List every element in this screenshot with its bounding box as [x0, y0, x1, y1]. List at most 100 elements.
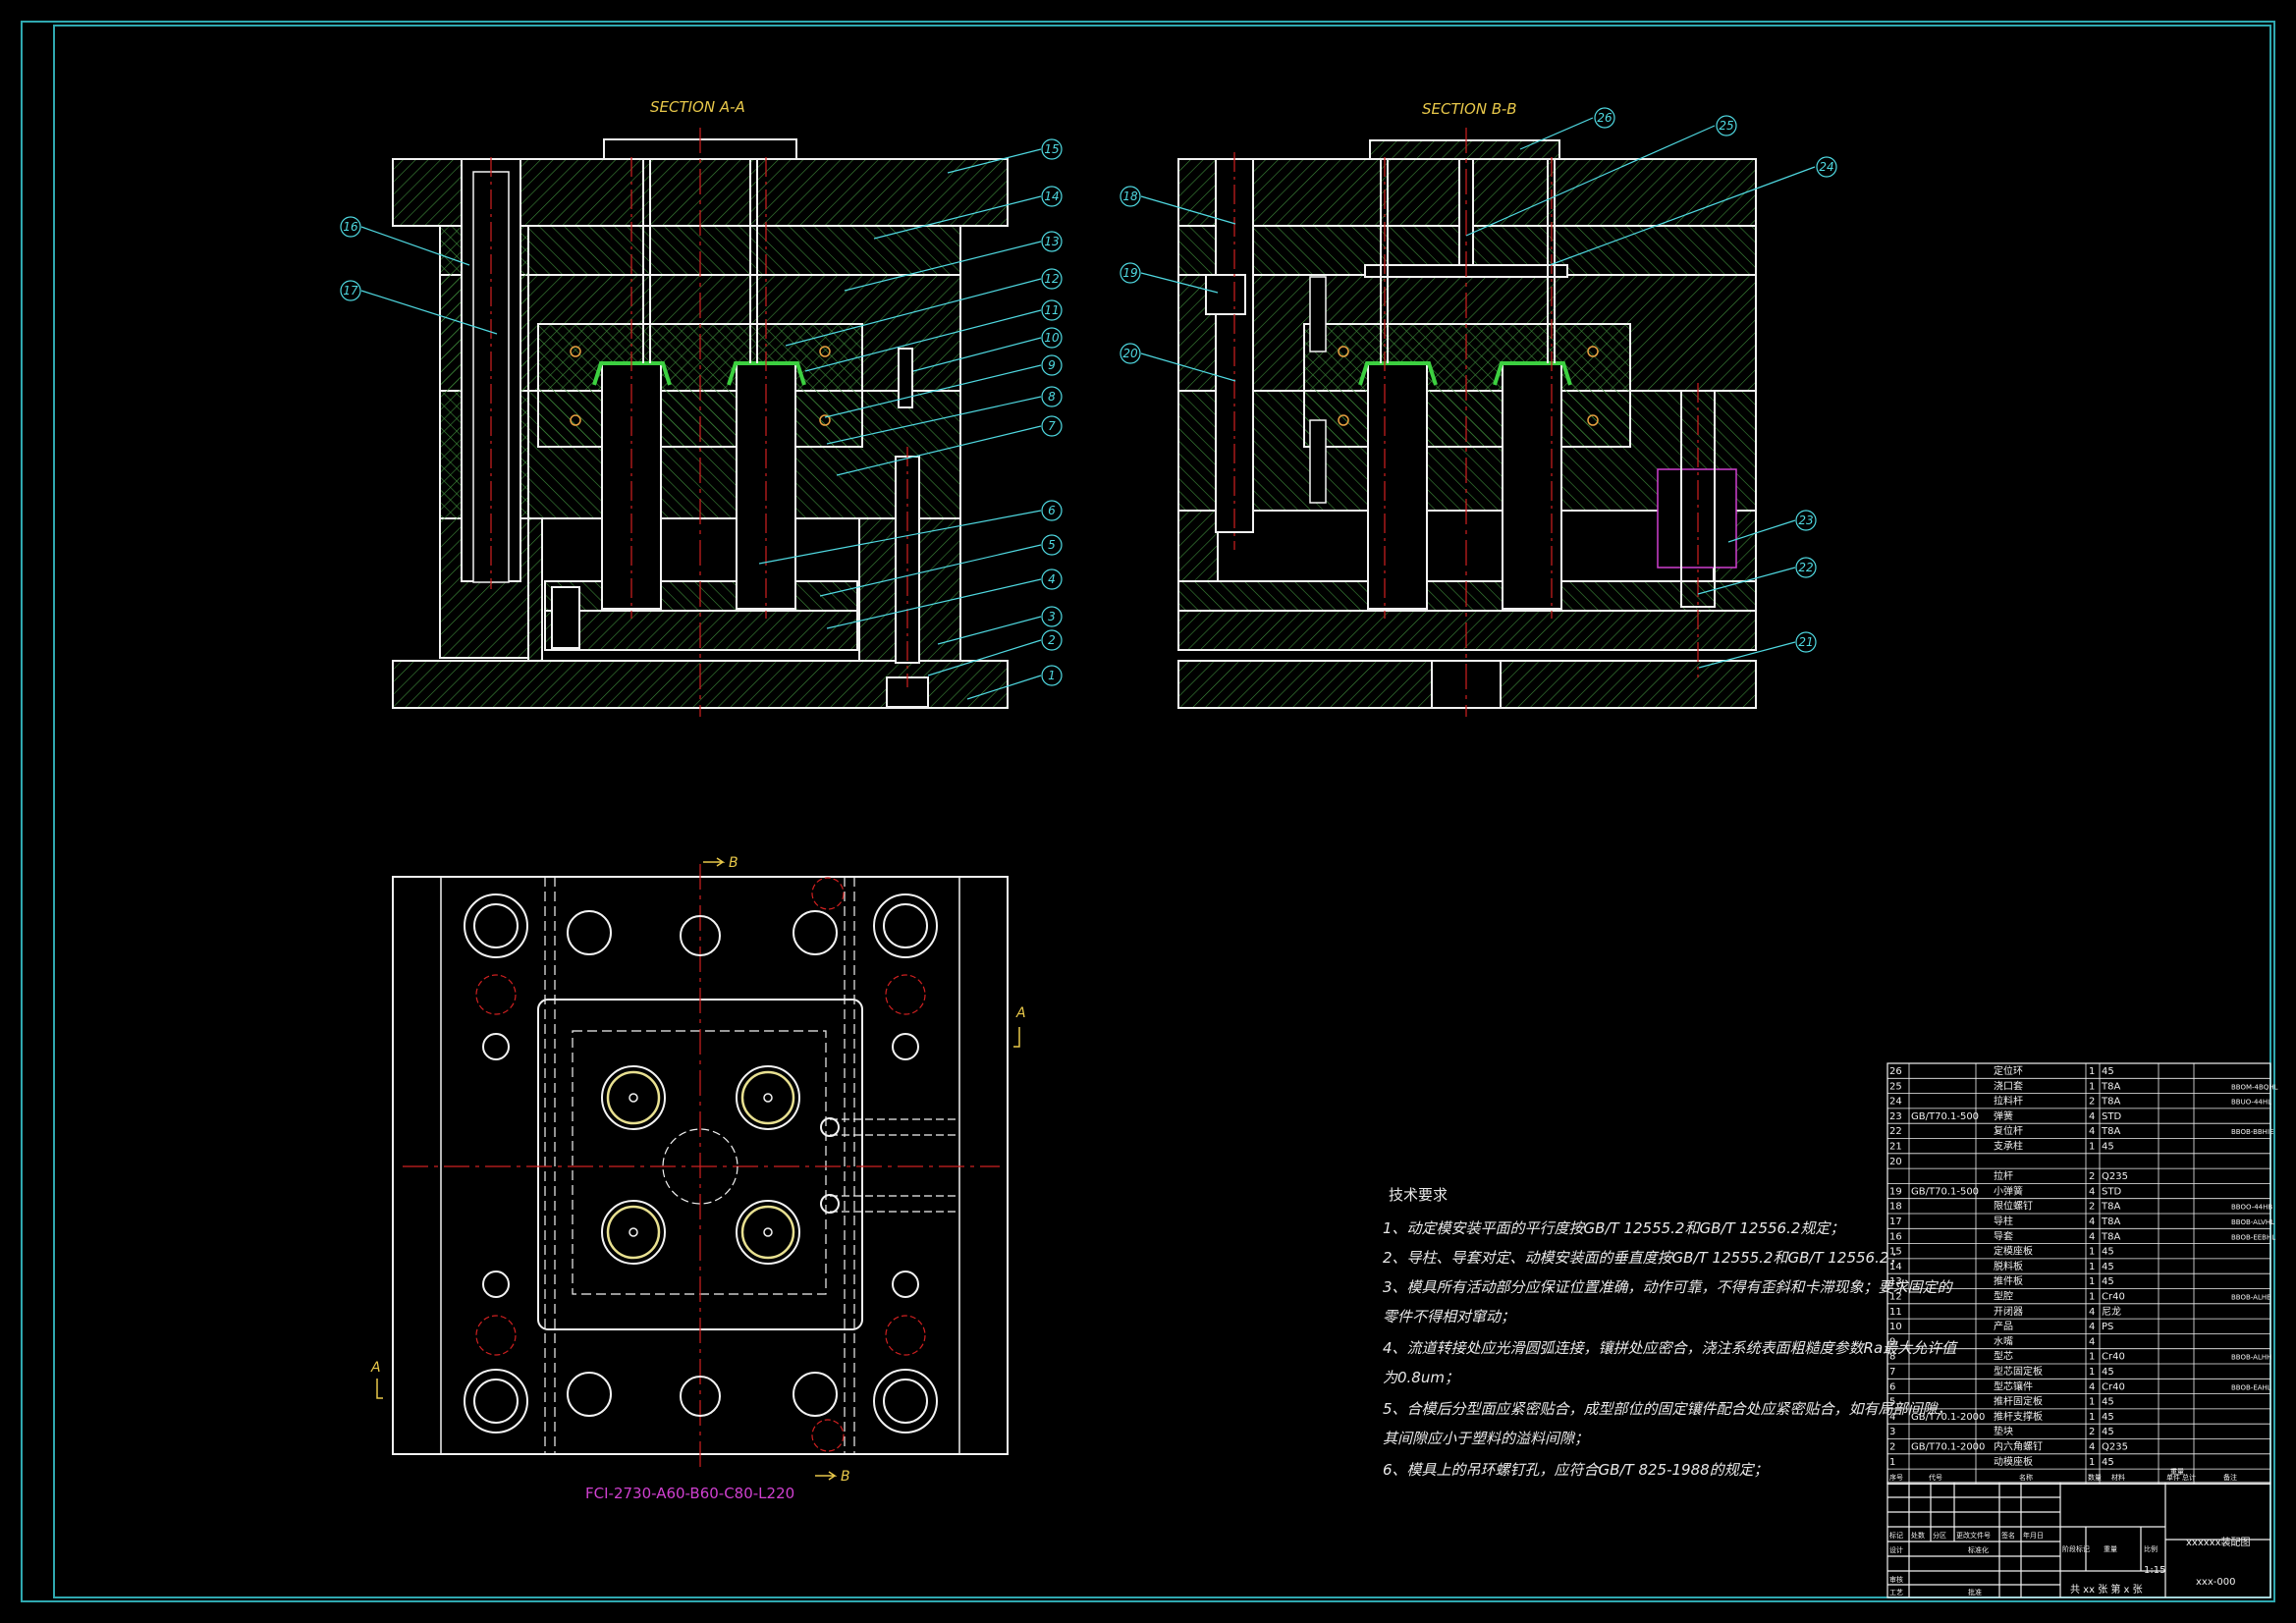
section-bb-title: SECTION B-B	[1422, 100, 1517, 118]
bom-cell-note: BBUO-44HL	[2231, 1099, 2271, 1107]
bom-cell-mat: STD	[2102, 1186, 2121, 1197]
tb-label-process: 工艺	[1889, 1589, 1903, 1596]
bom-cell-name: 弹簧	[1994, 1109, 2013, 1122]
bom-cell-mat: T8A	[2101, 1217, 2120, 1227]
bom-cell-note: BBOO-44HB	[2231, 1204, 2272, 1212]
bom-cell-no: 14	[1889, 1262, 1902, 1272]
callout-aa-9: 9	[1048, 358, 1056, 372]
title-block-text: xxxxxx装配图 xxx-000 1:15 共 xx 张 第 x 张 标记 处…	[1889, 1531, 2251, 1596]
bom-cell-no: 20	[1889, 1157, 1902, 1167]
callout-bb-19: 19	[1122, 266, 1137, 280]
bom-cell-code: GB/T70.1-2000	[1911, 1442, 1985, 1453]
ejector-retainer-plate	[544, 580, 858, 612]
plan-mark-a-left: A	[370, 1360, 381, 1376]
note-line-4: 零件不得相对窜动；	[1383, 1308, 1515, 1325]
mold-base-code: FCI-2730-A60-B60-C80-L220	[585, 1485, 794, 1502]
callout-aa-17: 17	[343, 284, 358, 298]
bom-cell-name: 限位螺钉	[1994, 1200, 2033, 1213]
bom-cell-qty: 1	[2089, 1457, 2095, 1468]
spacer-block-left	[527, 517, 543, 662]
bom-cell-qty: 1	[2089, 1081, 2095, 1092]
callout-aa-7: 7	[1048, 419, 1056, 433]
tb-label-approve: 批准	[1968, 1588, 1982, 1596]
bom-cell-mat: STD	[2102, 1111, 2121, 1122]
bom-cell-name: 动模座板	[1994, 1455, 2033, 1468]
section-aa-title: SECTION A-A	[650, 98, 745, 116]
tb-label-change: 更改文件号	[1956, 1531, 1991, 1540]
bom-cell-name: 型芯固定板	[1994, 1365, 2043, 1378]
callout-aa-11: 11	[1044, 303, 1059, 317]
bom-cell-no: 7	[1889, 1367, 1895, 1378]
bom-cell-qty: 1	[2089, 1292, 2095, 1303]
bom-cell-mat: T8A	[2101, 1081, 2120, 1092]
bom-cell-note: BBOM-4BQHL	[2231, 1083, 2278, 1091]
bom-cell-note: BBOB-EEBHL	[2231, 1233, 2275, 1241]
bom-header-cell: 代号	[1929, 1473, 1942, 1482]
bom-cell-qty: 4	[2089, 1111, 2095, 1122]
bom-cell-name: 定位环	[1994, 1064, 2023, 1077]
bom-cell-mat: T8A	[2101, 1231, 2120, 1242]
callout-bb-23: 23	[1798, 514, 1813, 527]
bom-header-cell: 名称	[2019, 1473, 2033, 1482]
note-line-9: 6、模具上的吊环螺钉孔，应符合GB/T 825-1988的规定；	[1383, 1461, 1769, 1479]
bom-cell-name: 浇口套	[1994, 1079, 2023, 1092]
technical-notes: 技术要求 1、动定模安装平面的平行度按GB/T 12555.2和GB/T 125…	[1383, 1186, 1958, 1479]
bom-cell-mat: 45	[2102, 1142, 2114, 1153]
tb-label-sign: 签名	[2001, 1531, 2015, 1540]
bom-cell-name: 内六角螺钉	[1994, 1440, 2043, 1453]
bom-cell-qty: 2	[2089, 1171, 2095, 1182]
bom-cell-name: 推杆固定板	[1994, 1395, 2043, 1408]
callout-aa-3: 3	[1048, 610, 1056, 623]
bom-cell-name: 脱料板	[1994, 1260, 2023, 1272]
callout-bb-25: 25	[1719, 119, 1733, 133]
bom-cell-mat: 45	[2102, 1276, 2114, 1287]
drawing-sheets: 共 xx 张 第 x 张	[2070, 1583, 2143, 1596]
bom-header-weight: 重量	[2170, 1468, 2184, 1476]
bom-cell-mat: 45	[2102, 1412, 2114, 1423]
bom-cell-no: 4	[1889, 1412, 1895, 1423]
bom-cell-qty: 1	[2089, 1262, 2095, 1272]
callout-aa-13: 13	[1044, 235, 1059, 248]
bom-header-cell: 备注	[2223, 1473, 2237, 1482]
bom-cell-mat: T8A	[2101, 1202, 2120, 1213]
bom-cell-mat: Cr40	[2102, 1352, 2125, 1363]
bom-cell-qty: 1	[2089, 1276, 2095, 1287]
bom-cell-qty: 4	[2089, 1322, 2095, 1332]
bom-cell-name: 定模座板	[1994, 1245, 2033, 1258]
bom-cell-no: 8	[1889, 1352, 1895, 1363]
bom-cell-qty: 4	[2089, 1231, 2095, 1242]
bom-cell-name: 导柱	[1994, 1215, 2013, 1227]
bom-header-cell: 数量	[2088, 1473, 2102, 1482]
bom-cell-code: GB/T70.1-2000	[1911, 1412, 1985, 1423]
bom-cell-no: 16	[1889, 1231, 1902, 1242]
callout-aa-16: 16	[343, 220, 358, 234]
callout-bb-22: 22	[1798, 561, 1813, 574]
bom-cell-qty: 2	[2089, 1427, 2095, 1437]
plan-mark-a-right: A	[1015, 1005, 1026, 1021]
bom-cell-qty: 1	[2089, 1142, 2095, 1153]
bom-cell-name: 产品	[1994, 1320, 2013, 1332]
bom-cell-qty: 2	[2089, 1202, 2095, 1213]
bom-cell-name: 推杆支撑板	[1994, 1410, 2043, 1423]
title-block	[1886, 1482, 2271, 1598]
bom-cell-note: BBOB-ALVHL	[2231, 1218, 2274, 1226]
callout-bb-18: 18	[1122, 189, 1138, 203]
tb-label-weight: 重量	[2104, 1545, 2117, 1553]
bom-cell-no: 10	[1889, 1322, 1902, 1332]
ejector-plate	[544, 610, 858, 651]
bom-cell-code: GB/T70.1-500	[1911, 1186, 1979, 1197]
bom-cell-mat: 45	[2102, 1367, 2114, 1378]
bom-cell-no: 11	[1889, 1307, 1902, 1318]
drawing-scale: 1:15	[2144, 1565, 2165, 1576]
drawing-title: xxxxxx装配图	[2186, 1536, 2251, 1548]
bom-cell-mat: T8A	[2101, 1126, 2120, 1137]
bom-cell-qty: 4	[2089, 1307, 2095, 1318]
callout-aa-14: 14	[1044, 189, 1059, 203]
bom-cell-no: 19	[1889, 1186, 1902, 1197]
bom-cell-no: 23	[1889, 1111, 1902, 1122]
bom-cell-note: BBOB-EAHL	[2231, 1383, 2271, 1391]
bom-cell-no: 15	[1889, 1247, 1902, 1258]
bom-cell-name: 型芯镶件	[1994, 1380, 2033, 1392]
bom-cell-name: 垫块	[1994, 1425, 2013, 1437]
bom-cell-no: 12	[1889, 1292, 1902, 1303]
